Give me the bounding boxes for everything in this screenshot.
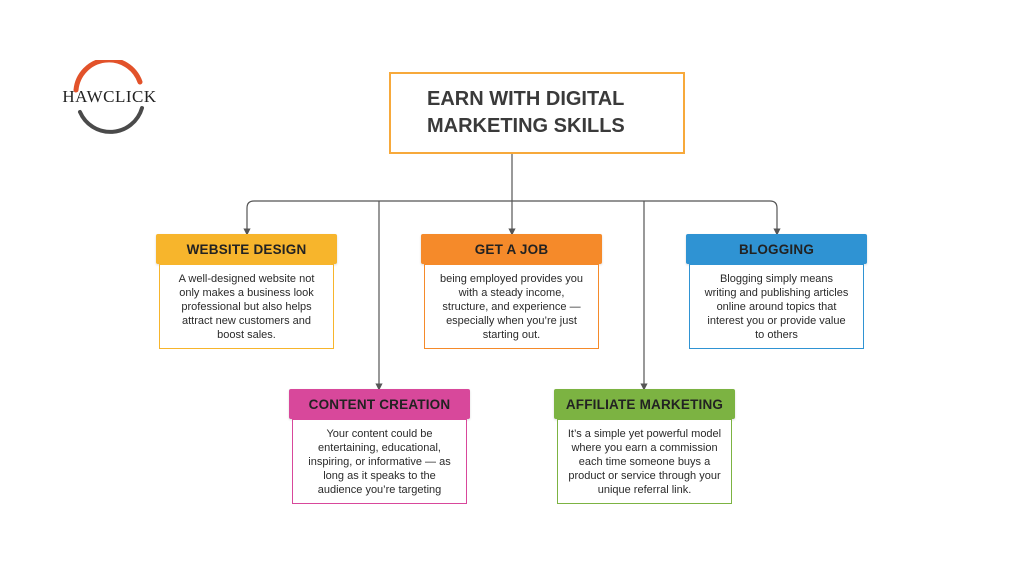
connector-blogging [769,200,781,236]
get-a-job-header: GET A JOB [421,234,602,264]
diagram-title: EARN WITH DIGITAL MARKETING SKILLS [427,88,625,137]
website-design-header: WEBSITE DESIGN [156,234,337,264]
affiliate-marketing-header: AFFILIATE MARKETING [554,389,735,419]
blogging-description: Blogging simply means writing and publis… [689,264,864,349]
hawclick-logo: HAWCLICK [62,60,157,135]
connector-website-design [243,200,255,236]
content-creation-header: CONTENT CREATION [289,389,470,419]
affiliate-marketing-description: It’s a simple yet powerful model where y… [557,419,732,504]
content-creation-description: Your content could be entertaining, educ… [292,419,467,504]
blogging-header: BLOGGING [686,234,867,264]
title-box: EARN WITH DIGITAL MARKETING SKILLS [389,72,685,154]
logo-ring-icon [73,60,144,134]
website-design-description: A well-designed website not only makes a… [159,264,334,349]
get-a-job-description: being employed provides you with a stead… [424,264,599,349]
logo-text: HAWCLICK [62,87,157,106]
